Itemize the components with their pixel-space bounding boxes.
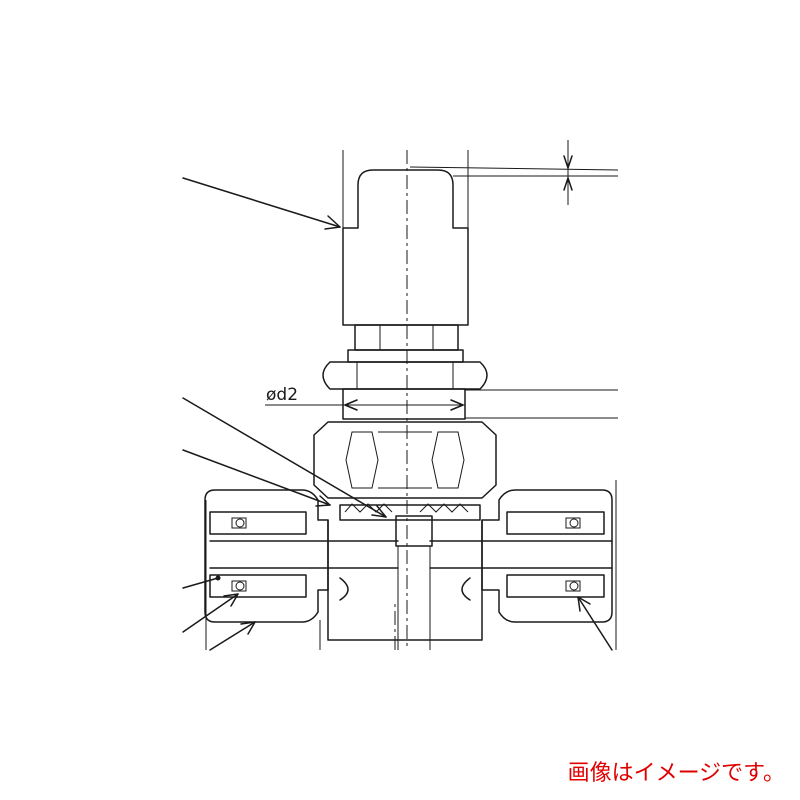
handle-knob [342,140,619,326]
panel-nut [322,361,488,420]
flow-passage [209,540,613,569]
leader-lines-left [182,397,387,518]
stem-nut [347,324,464,363]
leader-line-knob [182,177,341,230]
right-compression-fitting [481,480,617,650]
body-hex [313,421,497,499]
leader-lines-lower [182,575,613,651]
dimension-label-d2: ød2 [266,385,298,405]
left-compression-fitting [204,489,329,650]
seat-assembly [327,503,483,650]
dimension-d2: ød2 [265,385,618,419]
center-lines [394,150,408,650]
image-disclaimer-text: 画像はイメージです。 [567,761,785,786]
